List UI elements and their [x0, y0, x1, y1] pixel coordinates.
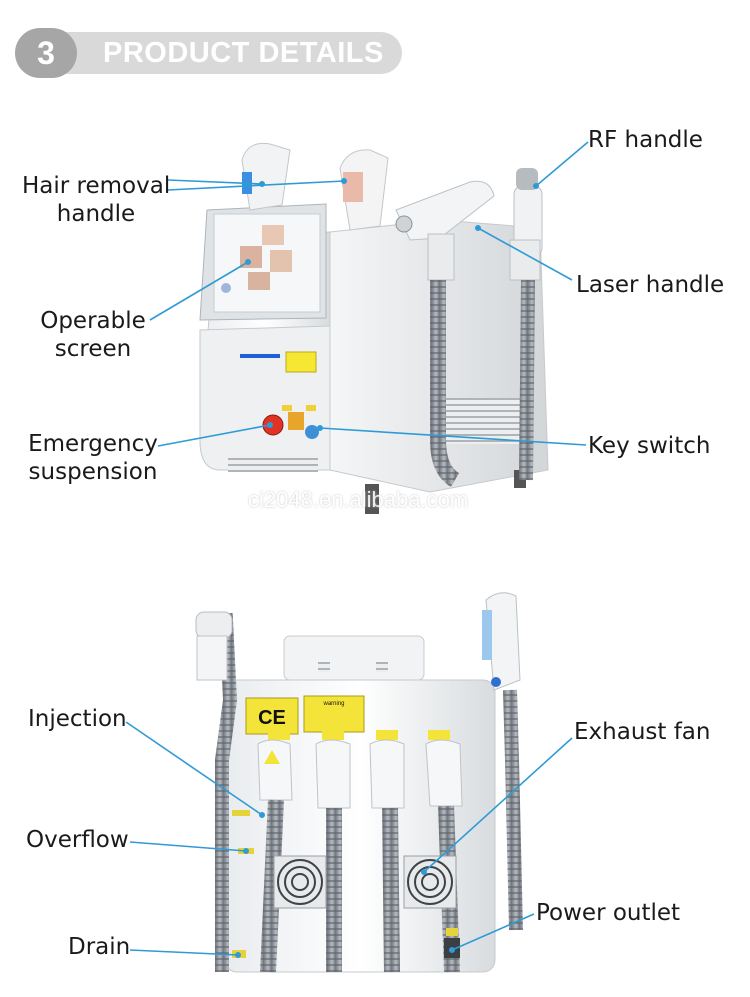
label-overflow: Overflow: [26, 827, 129, 853]
watermark: ci2048.en.alibaba.com: [248, 487, 469, 512]
exhaust-fan-right: [403, 855, 457, 909]
label-key-switch: Key switch: [588, 433, 711, 459]
back-device: CE warning: [195, 592, 523, 973]
label-operable-screen: Operable screen: [36, 307, 150, 363]
ce-mark: CE: [258, 707, 286, 729]
label-exhaust-fan: Exhaust fan: [574, 719, 711, 745]
label-operable-line2: screen: [54, 336, 132, 362]
section-title: PRODUCT DETAILS: [103, 37, 384, 69]
header-bar: [45, 32, 402, 74]
label-operable-line1: Operable: [40, 308, 146, 334]
callout-lines: [125, 141, 589, 958]
label-power-outlet: Power outlet: [536, 900, 681, 926]
exhaust-fan-left: [273, 855, 327, 909]
section-header: 3 PRODUCT DETAILS: [15, 28, 402, 78]
label-rf-handle: RF handle: [588, 127, 703, 153]
label-laser-handle: Laser handle: [576, 272, 725, 298]
label-emergency-line1: Emergency: [28, 431, 158, 457]
label-emergency-suspension: Emergency suspension: [24, 430, 162, 486]
label-drain: Drain: [68, 934, 131, 960]
warning-text: warning: [322, 701, 344, 707]
label-hair-removal-line1: Hair removal: [22, 173, 171, 199]
front-device: [199, 142, 549, 514]
label-hair-removal-handle: Hair removal handle: [22, 172, 170, 228]
label-hair-removal-line2: handle: [56, 201, 136, 227]
label-injection: Injection: [28, 706, 127, 732]
label-emergency-line2: suspension: [28, 459, 158, 485]
section-number: 3: [15, 28, 77, 78]
